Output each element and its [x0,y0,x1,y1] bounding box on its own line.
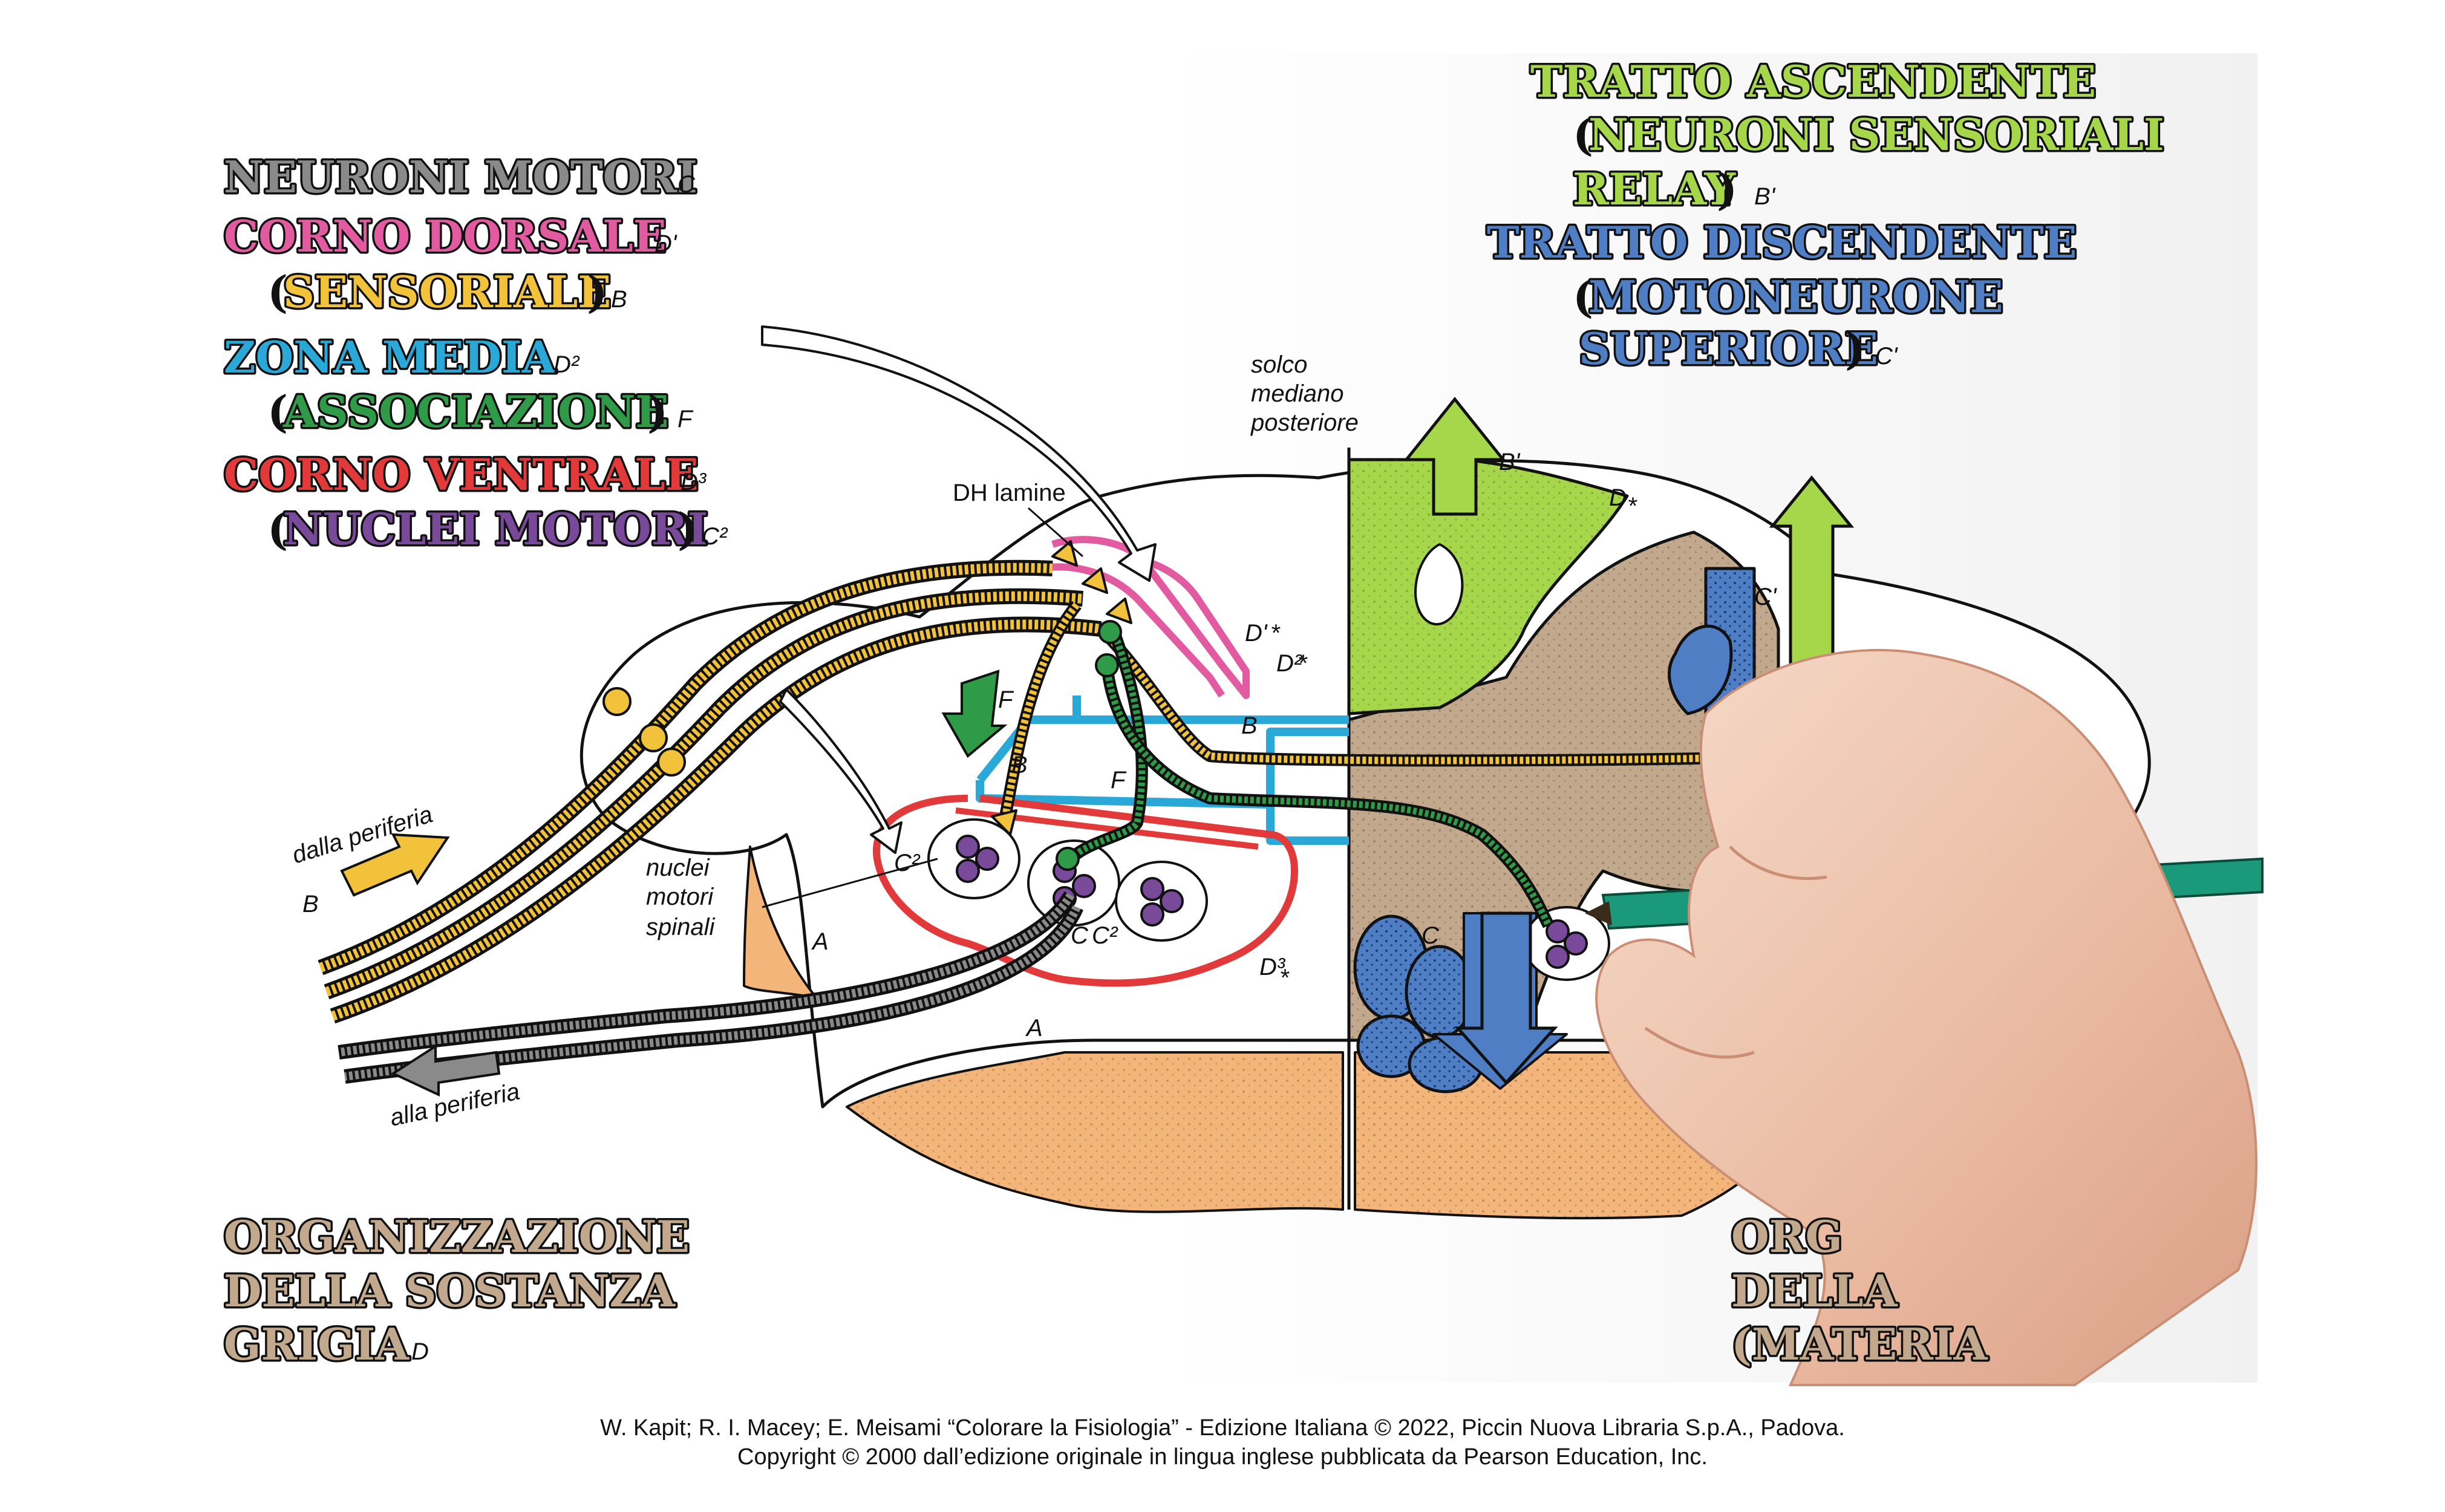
label-c: C [1071,922,1089,949]
motor-nuclei [927,818,1610,981]
paren-open: ( [1573,109,1593,160]
legend-associazione: ASSOCIAZIONE [282,386,669,437]
arrow-down-icon [941,670,1008,758]
code-bp: B' [1754,183,1776,210]
legend-corno-ventrale: CORNO VENTRALE [224,449,699,500]
label-f: F [1111,767,1127,793]
sensory-cell-bodies [602,540,1132,836]
label-d: D [1609,484,1627,511]
dorsal-horn-outline [1051,536,1250,699]
legend-relay: RELAY [1573,163,1737,215]
legend-organizzazione-3: GRIGIA [224,1318,410,1370]
label-nuclei-2: motori [646,884,714,910]
label-star: * [1270,620,1281,647]
code-d1: D' [655,230,677,257]
legend-right-partial-1: ORG [1731,1211,1843,1262]
label-c2: C² [894,850,921,876]
label-d2: D² [1276,650,1303,677]
label-f: F [998,686,1014,713]
paren-close: ) [677,503,698,555]
paren-open: ( [1573,271,1593,322]
legend-right: TRATTO ASCENDENTE ( NEURONI SENSORIALI R… [1485,54,2167,1372]
code-c2: C² [702,523,728,550]
legend-tratto-discendente: TRATTO DISCENDENTE [1487,217,2077,268]
label-d1: D' [1245,620,1268,647]
label-star: * [1279,965,1290,991]
legend-organizzazione-2: DELLA SOSTANZA [224,1265,676,1317]
arrow-up-icon [1403,396,1507,516]
paren-close: ) [1845,323,1866,374]
label-d3: D³ [1259,954,1286,980]
legend-corno-dorsale: CORNO DORSALE [224,210,667,262]
legend-zona-media: ZONA MEDIA [224,331,557,383]
label-dh-lamine: DH lamine [953,480,1066,506]
legend-right-partial-3: (MATERIA [1731,1318,1988,1370]
label-b: B [1241,712,1258,739]
label-solco-2: mediano [1251,380,1343,407]
paren-open: ( [267,266,288,318]
legend-motoneurone: MOTONEURONE [1588,271,2003,322]
label-bp: B' [1499,449,1521,475]
label-nuclei-1: nuclei [646,855,710,881]
legend-tratto-ascendente: TRATTO ASCENDENTE [1530,56,2096,107]
legend-right-partial-2: DELLA [1731,1265,1898,1317]
paren-close: ) [587,266,607,318]
code-b: B [611,286,627,313]
code-cp: C' [1875,343,1898,370]
legend-nuclei-motori: NUCLEI MOTORI [283,503,708,555]
legend-left: NEURONI MOTORI C CORNO DORSALE D' ( SENS… [222,149,728,1372]
lateral-white-matter-wedge [743,846,818,999]
association-fibers [1066,627,1554,928]
label-nuclei-3: spinali [646,914,716,940]
paren-open: ( [267,386,288,437]
ventral-horn-outline [872,795,1298,987]
label-a: A [811,928,829,955]
label-alla-periferia: alla periferia [388,1078,522,1131]
paren-close: ) [647,386,668,437]
label-b: B [1011,752,1028,778]
label-c2: C² [1092,922,1118,949]
dorsal-column-nucleus [1414,543,1464,626]
code-d3: D³ [681,469,707,495]
arrow-left-icon [390,1044,501,1097]
code-d2: D² [553,351,580,378]
credit-line-2: Copyright © 2000 dall’edizione originale… [737,1444,1708,1470]
code-d: D [411,1338,429,1365]
association-cell-bodies [1056,620,1122,871]
label-star: * [1298,650,1308,677]
label-b: B [302,891,319,917]
label-solco-3: posteriore [1250,409,1359,436]
label-c: C [1422,922,1440,949]
label-solco-1: solco [1251,351,1307,378]
arrow-down-icon [1454,911,1558,1085]
label-star: * [1627,493,1637,520]
sensory-fibers [318,559,1815,1024]
credit-line-1: W. Kapit; R. I. Macey; E. Meisami “Color… [600,1415,1845,1441]
nuclei-pointer-arrow [779,688,903,854]
code-c: C [677,171,696,198]
arrow-right-icon [340,833,450,897]
label-a: A [1025,1015,1043,1041]
legend-superiore: SUPERIORE [1579,323,1878,374]
paren-open: ( [267,503,288,555]
paren-close: ) [1717,163,1737,215]
dh-lamine-arrow [761,325,1157,582]
legend-sensoriale: SENSORIALE [283,266,611,318]
hand-with-pencil-icon [1585,648,2264,1386]
code-f: F [677,406,694,432]
label-cp: C' [1754,584,1777,610]
legend-neuroni-motori: NEURONI MOTORI [224,151,697,203]
legend-neuroni-sensoriali: NEURONI SENSORIALI [1588,109,2164,160]
legend-organizzazione-1: ORGANIZZAZIONE [224,1211,690,1262]
